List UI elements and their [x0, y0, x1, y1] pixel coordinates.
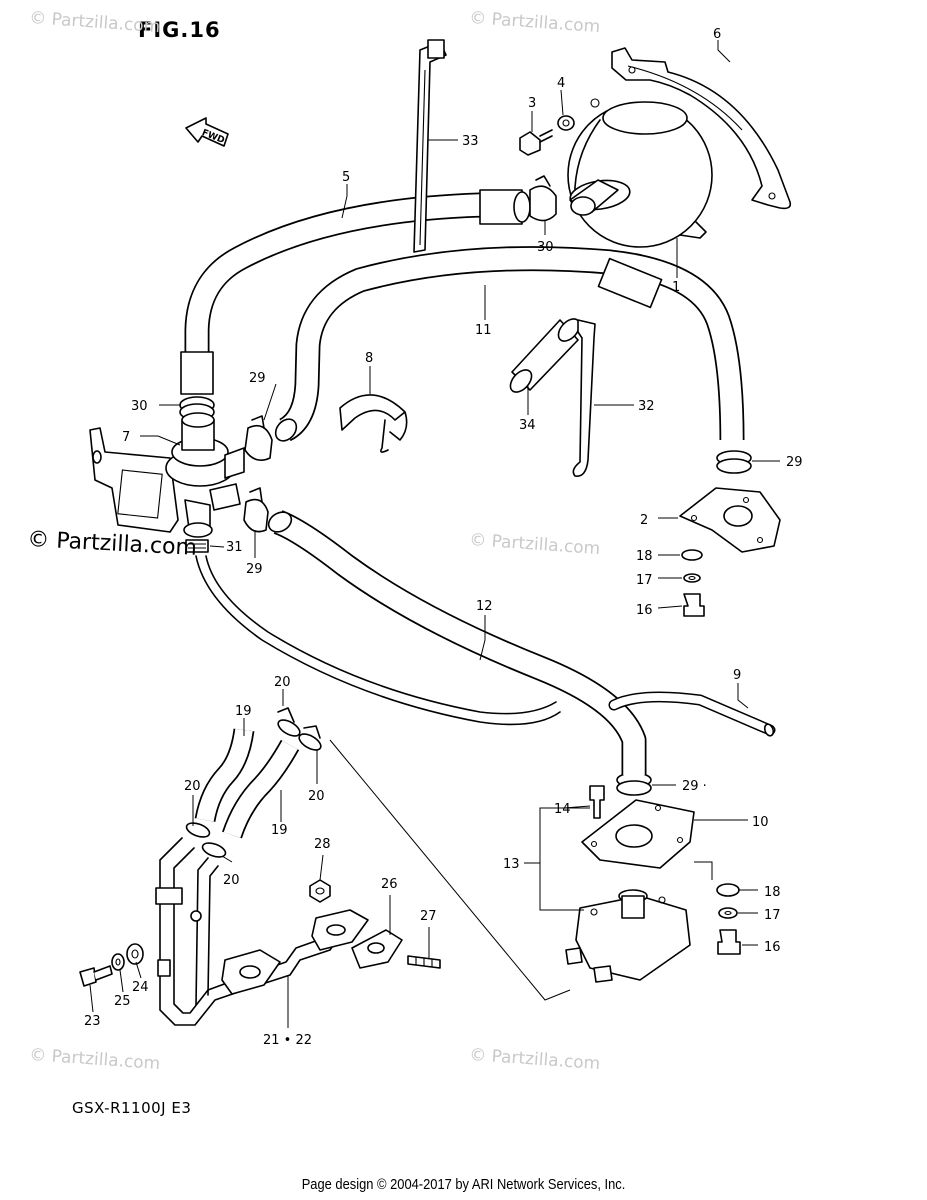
part-14-bolt: [589, 785, 605, 819]
callout-20-d: 20: [223, 873, 240, 888]
callout-labels: 1 2 3 4 5 6 7 8 9 10 11 12 13 14 16 16 1…: [84, 27, 803, 1048]
part-20-clamp: [277, 707, 301, 737]
model-label: GSX-R1100J E3: [72, 1099, 192, 1117]
callout-6: 6: [713, 27, 721, 42]
callout-5: 5: [342, 170, 350, 185]
part-27-stud: [407, 955, 441, 969]
callout-12: 12: [476, 599, 493, 614]
callout-32: 32: [638, 399, 655, 414]
callout-20-b: 20: [184, 779, 201, 794]
callout-26: 26: [381, 877, 398, 892]
callout-30-a: 30: [131, 399, 148, 414]
callout-27: 27: [420, 909, 437, 924]
callout-28: 28: [314, 837, 331, 852]
part-2-plate: [679, 487, 781, 553]
part-10-plate: [581, 799, 695, 869]
callout-24: 24: [132, 980, 149, 995]
part-20-clamp: [185, 822, 211, 838]
callout-3: 3: [528, 96, 536, 111]
callout-11: 11: [475, 323, 492, 338]
part-18-washer: [681, 549, 703, 561]
part-34-hose: [509, 318, 581, 393]
leader-lines: [89, 40, 780, 1028]
part-20-clamp: [201, 842, 227, 858]
callout-17-upper: 17: [636, 573, 653, 588]
part-24-washer: [126, 943, 144, 965]
part-11-hose: [274, 246, 745, 442]
part-4-washer: [557, 115, 575, 131]
callout-33: 33: [462, 134, 479, 149]
part-6-bracket: [611, 47, 792, 210]
callout-19-upper: 19: [235, 704, 252, 719]
part-28-nut: [309, 879, 331, 903]
part-29-clamp: [616, 772, 652, 796]
callout-29-a: 29: [249, 371, 266, 386]
callout-30-b: 30: [537, 240, 554, 255]
callout-20-c: 20: [308, 789, 325, 804]
part-21-22-pipe: [155, 837, 369, 1026]
callout-8: 8: [365, 351, 373, 366]
callout-29-c: 29: [246, 562, 263, 577]
part-18-washer: [716, 883, 740, 897]
callout-10: 10: [752, 815, 769, 830]
footer-copyright: Page design © 2004-2017 by ARI Network S…: [301, 1176, 626, 1193]
callout-9: 9: [733, 668, 741, 683]
part-33-strap: [413, 39, 447, 253]
part-19-hose: [194, 728, 255, 823]
part-7-reed-valve: [89, 412, 245, 538]
callout-17-lower: 17: [764, 908, 781, 923]
callout-18-upper: 18: [636, 549, 653, 564]
part-26-gasket: [351, 929, 403, 969]
part-25-washer: [111, 953, 125, 971]
part-20-clamp: [298, 725, 322, 751]
callout-2: 2: [640, 513, 648, 528]
part-17-washer: [718, 907, 738, 919]
part-16-bolt: [717, 929, 741, 955]
part-12-hose-thin: [195, 555, 561, 726]
part-3-bolt: [519, 129, 553, 156]
part-17-washer: [683, 573, 701, 583]
callout-7: 7: [122, 430, 130, 445]
callout-16-lower: 16: [764, 940, 781, 955]
part-29-clamp: [243, 487, 269, 533]
forward-arrow-icon: FWD: [185, 117, 229, 147]
callout-16-upper: 16: [636, 603, 653, 618]
part-23-bolt: [79, 965, 113, 987]
callout-20-a: 20: [274, 675, 291, 690]
callout-29-b: 29: [786, 455, 803, 470]
part-8-clip: [339, 394, 408, 453]
part-29-clamp: [244, 415, 273, 461]
callout-23: 23: [84, 1014, 101, 1029]
callout-13: 13: [503, 857, 520, 872]
part-16-bolt: [683, 593, 705, 617]
part-1-pair-valve: [567, 98, 713, 248]
part-12-hose: [267, 510, 647, 775]
callout-4: 4: [557, 76, 565, 91]
part-13-valve: [565, 889, 691, 983]
callout-29-d: 29 ·: [682, 779, 707, 794]
part-9-tube: [608, 691, 776, 737]
part-32-strap: [572, 319, 596, 477]
part-19-hose: [222, 739, 300, 839]
callout-18-lower: 18: [764, 885, 781, 900]
callout-1: 1: [672, 280, 680, 295]
callout-14: 14: [554, 802, 571, 817]
callout-34: 34: [519, 418, 536, 433]
callout-19-lower: 19: [271, 823, 288, 838]
callout-21-22: 21 • 22: [263, 1033, 312, 1048]
callout-25: 25: [114, 994, 131, 1009]
callout-31: 31: [226, 540, 243, 555]
part-29-clamp: [716, 450, 752, 474]
part-31-clamp: [185, 539, 209, 553]
part-30-clamp: [529, 175, 557, 222]
figure-title: FIG.16: [138, 18, 221, 42]
